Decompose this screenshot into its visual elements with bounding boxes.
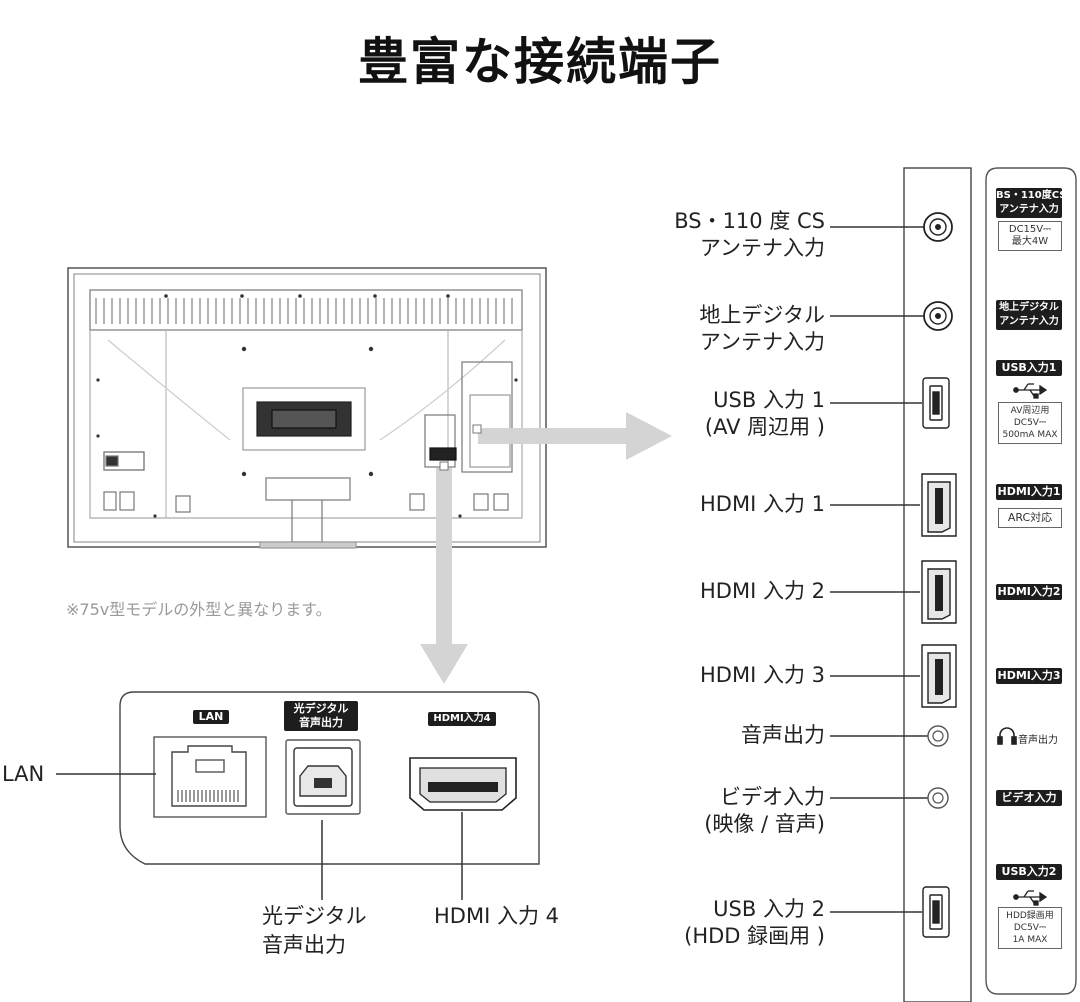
coaxial-connector-bs xyxy=(923,212,953,242)
side-leader-lines xyxy=(830,226,928,913)
label-usb-input-2: USB 入力 2 (HDD 録画用 ) xyxy=(684,896,825,950)
label-hdmi1-line1: HDMI 入力 1 xyxy=(700,492,825,516)
usb-symbol-icon-2 xyxy=(1013,890,1048,906)
bottom-tag-hdmi4: HDMI入力4 xyxy=(428,712,496,726)
label-audio-output: 音声出力 xyxy=(741,722,825,749)
bottom-tag-optical: 光デジタル 音声出力 xyxy=(284,701,358,731)
label-hdmi-input-1: HDMI 入力 1 xyxy=(700,491,825,518)
panel-tag-hdmi2: HDMI入力2 xyxy=(996,584,1062,600)
model-note: ※75v型モデルの外型と異なります。 xyxy=(66,600,332,619)
hdmi-port-2 xyxy=(921,560,957,624)
headphone-icon xyxy=(997,727,1017,745)
bottom-connector-panel xyxy=(119,691,540,865)
panel-sub-hdmi1: ARC対応 xyxy=(998,508,1062,528)
panel-tag-bs-line1: BS・110度CS xyxy=(996,190,1067,201)
arrow-to-bottom-panel xyxy=(420,468,468,684)
label-hdmi-input-2: HDMI 入力 2 xyxy=(700,578,825,605)
panel-tag-hdmi3: HDMI入力3 xyxy=(996,668,1062,684)
label-hdmi3-line1: HDMI 入力 3 xyxy=(700,663,825,687)
panel-sub-usb1-line2: DC5V⎓ xyxy=(1013,418,1047,428)
tv-rear-view xyxy=(67,267,547,549)
arrow-to-side-panel xyxy=(478,412,672,460)
label-usb1-line1: USB 入力 1 xyxy=(713,388,825,412)
bottom-tag-lan: LAN xyxy=(193,710,229,724)
label-usb1-line2: (AV 周辺用 ) xyxy=(704,415,825,439)
panel-tag-usb1: USB入力1 xyxy=(996,360,1062,376)
label-video-input: ビデオ入力 (映像 / 音声) xyxy=(704,784,825,838)
panel-tag-hdmi1: HDMI入力1 xyxy=(996,484,1062,500)
panel-sub-usb1-line3: 500mA MAX xyxy=(1002,430,1058,440)
panel-tag-terr-line1: 地上デジタル xyxy=(999,302,1059,313)
label-optical-audio-out: 光デジタル 音声出力 xyxy=(262,902,367,960)
label-audio-out-line1: 音声出力 xyxy=(741,723,825,747)
panel-sub-usb1-line1: AV周辺用 xyxy=(1010,406,1050,416)
panel-tag-terrestrial: 地上デジタル アンテナ入力 xyxy=(996,300,1062,330)
label-terrestrial-line1: 地上デジタル xyxy=(699,303,825,327)
panel-sub-bs: DC15V⎓ 最大4W xyxy=(998,221,1062,251)
panel-tag-bs-line2: アンテナ入力 xyxy=(999,204,1059,215)
panel-sub-usb2-line3: 1A MAX xyxy=(1012,935,1048,945)
panel-tag-bs: BS・110度CS アンテナ入力 xyxy=(996,188,1067,218)
bottom-tag-optical-line1: 光デジタル xyxy=(293,702,349,715)
label-terrestrial-antenna: 地上デジタル アンテナ入力 xyxy=(699,302,825,356)
page-title: 豊富な接続端子 xyxy=(358,33,722,91)
coaxial-connector-terrestrial xyxy=(923,301,953,331)
label-usb2-line2: (HDD 録画用 ) xyxy=(684,924,825,948)
label-usb-input-1: USB 入力 1 (AV 周辺用 ) xyxy=(705,387,825,441)
bottom-tag-optical-line2: 音声出力 xyxy=(299,716,343,729)
label-optical-line2: 音声出力 xyxy=(262,933,346,957)
label-optical-line1: 光デジタル xyxy=(262,904,367,928)
video-in-jack xyxy=(927,787,949,809)
panel-sub-usb1: AV周辺用 DC5V⎓ 500mA MAX xyxy=(998,402,1062,444)
label-usb2-line1: USB 入力 2 xyxy=(713,897,825,921)
label-lan: LAN xyxy=(2,762,45,786)
panel-sub-bs-line2: 最大4W xyxy=(1011,236,1049,247)
label-hdmi2-line1: HDMI 入力 2 xyxy=(700,579,825,603)
audio-out-jack xyxy=(927,725,949,747)
panel-tag-usb2: USB入力2 xyxy=(996,864,1062,880)
panel-tag-video-in: ビデオ入力 xyxy=(996,790,1062,806)
panel-label-audio-out: 音声出力 xyxy=(1018,735,1058,746)
label-bs-line1: BS・110 度 CS xyxy=(674,209,825,233)
label-video-in-line1: ビデオ入力 xyxy=(720,785,825,809)
label-terrestrial-line2: アンテナ入力 xyxy=(699,330,825,354)
label-hdmi-input-4: HDMI 入力 4 xyxy=(434,904,559,928)
label-bs-line2: アンテナ入力 xyxy=(699,236,825,260)
usb-port-1 xyxy=(922,377,950,429)
bottom-leader-lines xyxy=(56,773,463,900)
hdmi-port-1 xyxy=(921,473,957,537)
usb-port-2 xyxy=(922,886,950,938)
label-video-in-line2: (映像 / 音声) xyxy=(704,812,825,836)
panel-tag-terr-line2: アンテナ入力 xyxy=(999,316,1059,327)
panel-sub-usb2: HDD録画用 DC5V⎓ 1A MAX xyxy=(998,907,1062,949)
usb-symbol-icon xyxy=(1013,383,1048,399)
label-bs-antenna: BS・110 度 CS アンテナ入力 xyxy=(674,208,825,262)
hdmi-port-3 xyxy=(921,644,957,708)
panel-sub-usb2-line1: HDD録画用 xyxy=(1006,911,1054,921)
label-hdmi-input-3: HDMI 入力 3 xyxy=(700,662,825,689)
panel-sub-bs-line1: DC15V⎓ xyxy=(1008,224,1052,235)
panel-sub-usb2-line2: DC5V⎓ xyxy=(1013,923,1047,933)
